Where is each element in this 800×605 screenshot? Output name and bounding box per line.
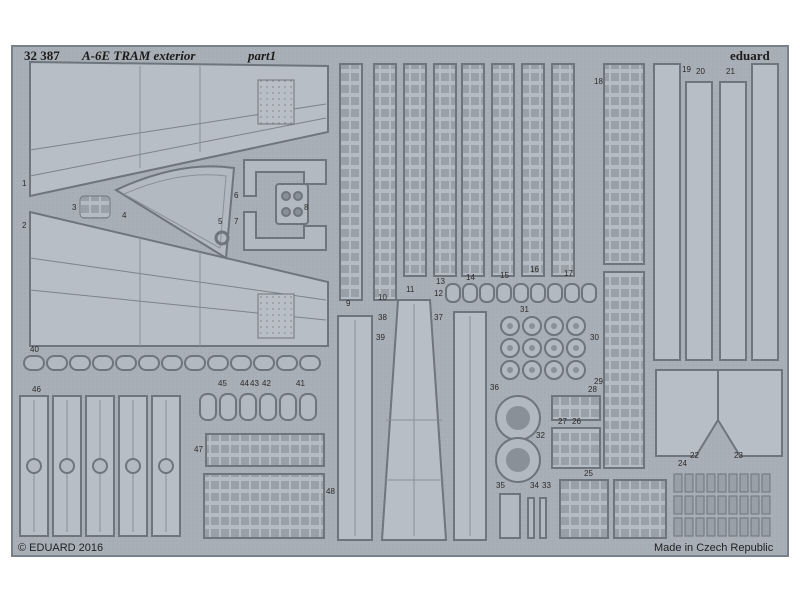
- part-number-32: 32: [536, 431, 545, 440]
- part-3: [79, 195, 111, 219]
- part-29: [603, 271, 645, 469]
- part-number-46: 46: [32, 385, 41, 394]
- part-32-discs: [495, 395, 541, 483]
- part-33-35: [499, 493, 547, 539]
- part-number-2: 2: [22, 221, 27, 230]
- part-47: [205, 433, 325, 467]
- part-46-group: [19, 395, 181, 537]
- part-number-13: 13: [436, 277, 445, 286]
- part-number-16: 16: [530, 265, 539, 274]
- part-37: [380, 299, 448, 541]
- part-number-26: 26: [572, 417, 581, 426]
- part-number-11: 11: [406, 285, 415, 294]
- part-number-6: 6: [234, 191, 239, 200]
- part-number-25: 25: [584, 469, 593, 478]
- part-number-47: 47: [194, 445, 203, 454]
- part-number-21: 21: [726, 67, 735, 76]
- part-19-21-rails: [653, 63, 779, 361]
- part-number-43: 43: [250, 379, 259, 388]
- part-number-42: 42: [262, 379, 271, 388]
- part-5: [214, 230, 230, 246]
- part-number-7: 7: [234, 217, 239, 226]
- part-number-33: 33: [542, 481, 551, 490]
- part-number-12: 12: [434, 289, 443, 298]
- part-number-34: 34: [530, 481, 539, 490]
- part-number-8: 8: [304, 203, 309, 212]
- part-4: [113, 165, 236, 260]
- part-number-1: 1: [22, 179, 27, 188]
- part-number-3: 3: [72, 203, 77, 212]
- part-number-48: 48: [326, 487, 335, 496]
- sheet-code: 32 387: [24, 48, 60, 63]
- part-number-38: 38: [378, 313, 387, 322]
- part-number-31: 31: [520, 305, 529, 314]
- part-38-39: [337, 315, 373, 541]
- part-number-5: 5: [218, 217, 223, 226]
- part-1-flap: [29, 60, 329, 198]
- part-number-27: 27: [558, 417, 567, 426]
- part-22-23: [655, 369, 783, 457]
- part-number-15: 15: [500, 271, 509, 280]
- part-24: [673, 473, 771, 537]
- brand-logo: eduard: [730, 48, 770, 63]
- part-number-24: 24: [678, 459, 687, 468]
- part-number-40: 40: [30, 345, 39, 354]
- part-number-23: 23: [734, 451, 743, 460]
- long-strips-9-17: [339, 63, 575, 301]
- part-number-35: 35: [496, 481, 505, 490]
- sheet-title: A-6E TRAM exterior: [82, 48, 196, 63]
- part-number-20: 20: [696, 67, 705, 76]
- part-number-45: 45: [218, 379, 227, 388]
- part-number-28: 28: [588, 385, 597, 394]
- part-number-18: 18: [594, 77, 603, 86]
- part-number-29: 29: [594, 377, 603, 386]
- sheet-part: part1: [248, 48, 277, 63]
- part-40-row: [23, 355, 321, 371]
- part-number-14: 14: [466, 273, 475, 282]
- part-number-10: 10: [378, 293, 387, 302]
- part-30-31-cluster: [500, 316, 586, 380]
- part-48: [203, 473, 325, 539]
- part-number-22: 22: [690, 451, 699, 460]
- part-number-36: 36: [490, 383, 499, 392]
- part-number-30: 30: [590, 333, 599, 342]
- part-25: [559, 479, 667, 539]
- part-number-37: 37: [434, 313, 443, 322]
- part-number-17: 17: [564, 269, 573, 278]
- part-6-7-8: [243, 159, 327, 251]
- part-number-44: 44: [240, 379, 249, 388]
- part-26-28: [551, 395, 601, 469]
- part-18: [603, 63, 645, 265]
- origin-text: Made in Czech Republic: [654, 542, 774, 554]
- part-41-45-group: [199, 393, 317, 421]
- part-number-39: 39: [376, 333, 385, 342]
- part-2-flap: [29, 210, 329, 347]
- part-number-41: 41: [296, 379, 305, 388]
- part-13-chain: [445, 283, 597, 303]
- part-number-19: 19: [682, 65, 691, 74]
- part-number-4: 4: [122, 211, 127, 220]
- part-number-9: 9: [346, 299, 351, 308]
- part-36: [453, 311, 487, 541]
- copyright-text: © EDUARD 2016: [18, 542, 104, 554]
